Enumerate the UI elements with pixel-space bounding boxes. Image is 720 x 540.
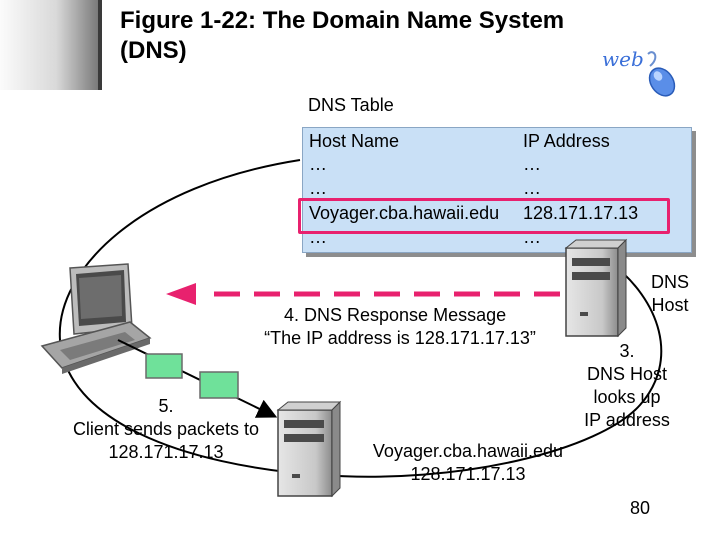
step-3-line-3: looks up (593, 387, 661, 407)
step-5-line-3: 128.171.17.13 (108, 442, 224, 462)
step-5-label: 5. Client sends packets to 128.171.17.13 (56, 395, 276, 464)
data-packets (117, 339, 278, 418)
destination-server-hostname: Voyager.cba.hawaii.edu (372, 441, 564, 461)
web-mouse-logo-icon: web (602, 47, 676, 97)
dns-table-row-ip: … (523, 178, 541, 198)
dns-table-header-host: Host Name (309, 131, 400, 151)
dns-table-row-host: Voyager.cba.hawaii.edu (309, 203, 500, 223)
dns-response-arrow (166, 283, 560, 305)
dns-table-row-ip: … (523, 154, 541, 174)
dns-host-label: DNS Host (640, 271, 700, 317)
page-title-line-2: (DNS) (120, 37, 187, 64)
client-laptop-icon (40, 263, 152, 374)
step-5-line-1: 5. (158, 396, 174, 416)
dns-table-row-host: … (309, 178, 327, 198)
page-title-line-1: Figure 1-22: The Domain Name System (120, 7, 565, 34)
highlighted-row-box (298, 198, 670, 234)
dns-table-row-host: … (309, 154, 327, 174)
page-number: 80 (630, 498, 651, 518)
step-3-label: 3. DNS Host looks up IP address (572, 340, 682, 432)
dns-table-row-ip: 128.171.17.13 (523, 203, 639, 223)
step-3-line-1: 3. (619, 341, 635, 361)
step-4-line-2: “The IP address is 128.171.17.13” (264, 328, 536, 348)
step-3-line-4: IP address (584, 410, 670, 430)
page-title: Figure 1-22: The Domain Name System (DNS… (120, 6, 680, 66)
destination-server-label: Voyager.cba.hawaii.edu 128.171.17.13 (352, 440, 584, 486)
step-3-line-2: DNS Host (586, 364, 667, 384)
dns-host-label-line-2: Host (651, 295, 689, 315)
destination-server-icon (276, 400, 342, 498)
decorative-corner-bar (0, 0, 102, 90)
dns-table-header-ip: IP Address (523, 131, 610, 151)
dns-host-label-line-1: DNS (650, 272, 689, 292)
step-4-label: 4. DNS Response Message “The IP address … (240, 304, 560, 350)
web-logo-text: web (602, 47, 644, 71)
step-4-line-1: 4. DNS Response Message (284, 305, 507, 325)
dns-table-title: DNS Table (308, 95, 394, 115)
step-5-line-2: Client sends packets to (72, 419, 260, 439)
destination-server-ip: 128.171.17.13 (410, 464, 526, 484)
dns-host-server-icon (564, 238, 628, 338)
